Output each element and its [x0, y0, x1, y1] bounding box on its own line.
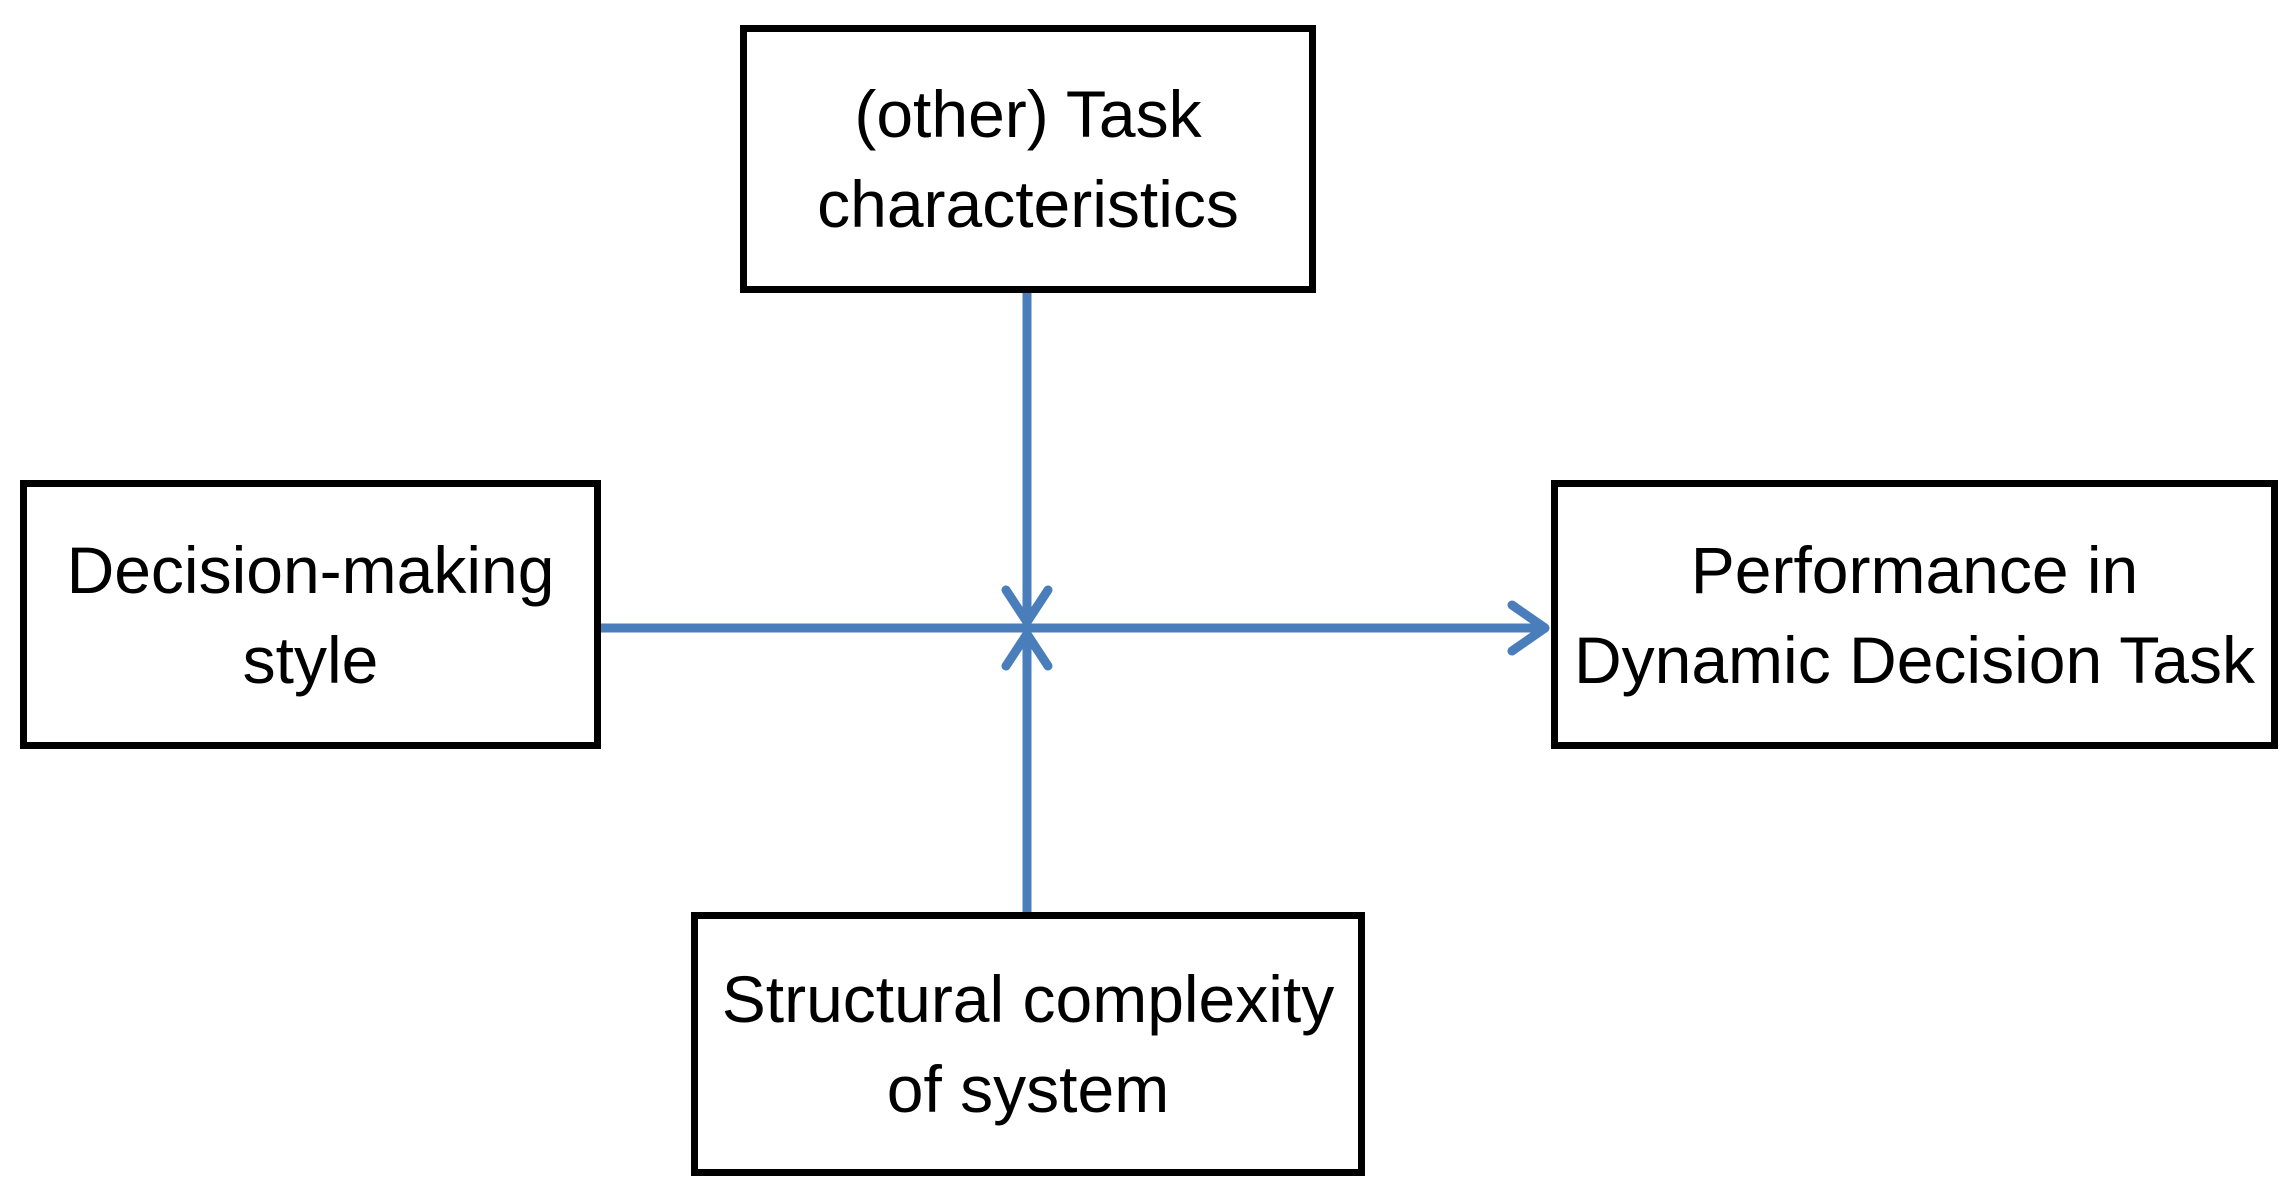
- node-structural-complexity: Structural complexity of system: [691, 912, 1365, 1176]
- node-structural-complexity-line2: of system: [886, 1052, 1170, 1126]
- node-decision-making-style: Decision-making style: [20, 480, 601, 749]
- node-structural-complexity-line1: Structural complexity: [721, 962, 1335, 1036]
- node-task-characteristics: (other) Task characteristics: [740, 25, 1316, 293]
- arrowhead-performance: [1507, 600, 1550, 656]
- arrowhead-junction-top: [1001, 585, 1053, 627]
- arrowhead-junction-bottom: [1001, 629, 1053, 671]
- node-performance: Performance in Dynamic Decision Task: [1551, 480, 2278, 749]
- node-decision-making-style-line1: Decision-making: [66, 532, 555, 607]
- node-performance-line1: Performance in: [1690, 532, 2139, 607]
- node-decision-making-style-line2: style: [242, 622, 379, 697]
- node-task-characteristics-line1: (other) Task: [854, 77, 1202, 151]
- node-task-characteristics-line2: characteristics: [817, 167, 1239, 241]
- node-performance-line2: Dynamic Decision Task: [1573, 622, 2255, 697]
